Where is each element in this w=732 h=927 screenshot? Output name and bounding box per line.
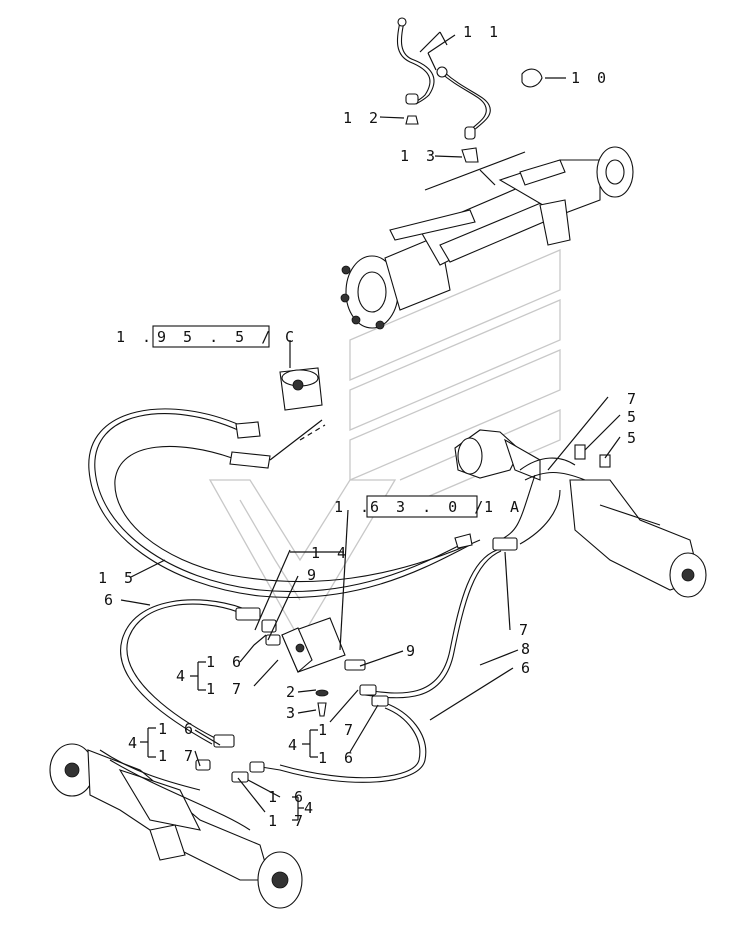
- callout-16-b: 1 6: [318, 749, 357, 767]
- callout-11: 1 1: [463, 23, 502, 41]
- ref-2-boxed: 6 3 . 0 /: [370, 498, 487, 516]
- callout-9-b: 9: [406, 642, 419, 660]
- callout-17-d: 1 7: [268, 812, 307, 830]
- callout-16-c: 1 6: [158, 720, 197, 738]
- callout-16-a: 1 6: [206, 653, 245, 671]
- callout-12: 1 2: [343, 109, 382, 127]
- top-hoses: [396, 17, 543, 163]
- callout-labels: 1 1 1 0 1 2 1 3 7 5 5 1 4 1 5 9 6 1 6 4 …: [98, 23, 640, 830]
- callout-2: 2: [286, 683, 299, 701]
- callout-7-mid: 7: [519, 621, 532, 639]
- leader-lines: [120, 31, 621, 821]
- steering-pump: [269, 340, 326, 461]
- valve-block: [281, 617, 389, 717]
- front-axle-top: [340, 146, 634, 330]
- callout-16-d: 1 6: [268, 788, 307, 806]
- callout-9-a: 9: [307, 566, 320, 584]
- callout-17-b: 1 7: [318, 721, 357, 739]
- callout-6-a: 6: [104, 591, 117, 609]
- callout-4-b: 4: [288, 736, 301, 754]
- ref-2-prefix: 1 .: [334, 498, 373, 516]
- callout-4-c: 4: [128, 734, 141, 752]
- callout-7-top: 7: [627, 390, 640, 408]
- ref-2-suffix: 1 A: [484, 498, 523, 516]
- callout-13: 1 3: [400, 147, 439, 165]
- callout-15: 1 5: [98, 569, 137, 587]
- callout-4-a: 4: [176, 667, 189, 685]
- callout-17-c: 1 7: [158, 747, 197, 765]
- reference-1: 1 . 9 5 . 5 / C: [116, 325, 298, 348]
- callout-5-b: 5: [627, 429, 640, 447]
- callout-4-d: 4: [304, 799, 317, 817]
- ref-1-boxed: 9 5 . 5 /: [157, 328, 274, 346]
- reference-2: 1 . 6 3 . 0 / 1 A: [334, 495, 523, 518]
- callout-3: 3: [286, 704, 299, 722]
- callout-8: 8: [521, 640, 534, 658]
- callout-5-a: 5: [627, 408, 640, 426]
- front-axle-bottom: [49, 743, 303, 909]
- callout-17-a: 1 7: [206, 680, 245, 698]
- main-hoses: [88, 408, 481, 599]
- callout-6-b: 6: [521, 659, 534, 677]
- ref-1-suffix: C: [285, 328, 298, 346]
- callout-10: 1 0: [571, 69, 610, 87]
- right-hoses: [254, 489, 561, 783]
- rear-axle-right: [454, 429, 707, 598]
- ref-1-prefix: 1 .: [116, 328, 155, 346]
- callout-14: 1 4: [311, 544, 350, 562]
